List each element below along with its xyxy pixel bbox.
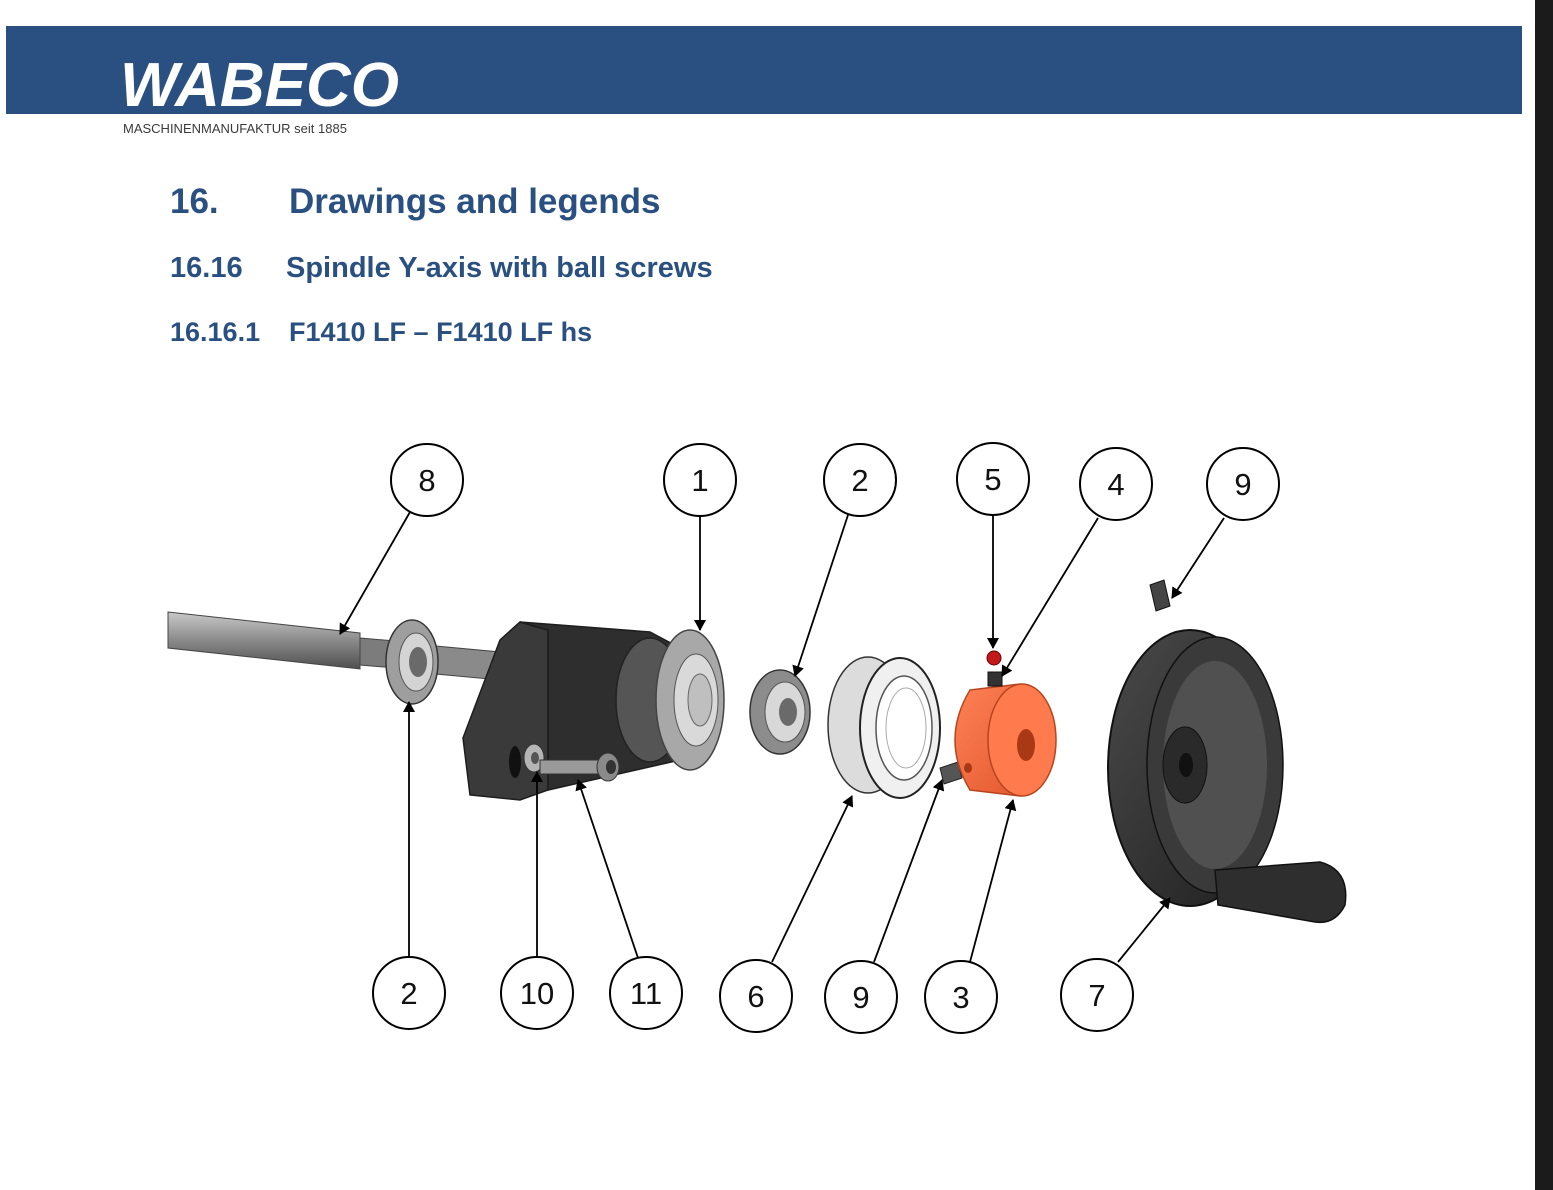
callout-3-bottom-label: 3 — [952, 980, 969, 1015]
part-bearing-bracket — [462, 621, 725, 801]
callout-7-bottom: 7 — [1060, 958, 1134, 1032]
logo-text: WABECO — [120, 52, 399, 114]
callout-10-bottom-label: 10 — [520, 976, 554, 1011]
logo-tagline: MASCHINENMANUFAKTUR seit 1885 — [123, 121, 347, 136]
callout-11-bottom-label: 11 — [630, 976, 662, 1011]
subsubsection-number: 16.16.1 — [170, 317, 261, 347]
callout-9-top-label: 9 — [1234, 467, 1251, 502]
callout-8-top-label: 8 — [418, 463, 435, 498]
part-bearing-right — [749, 669, 811, 755]
subsection-title: Spindle Y-axis with ball screws — [286, 252, 713, 284]
section-title: Drawings and legends — [289, 182, 661, 221]
part-scale-ring — [827, 656, 941, 799]
callout-6-bottom: 6 — [719, 959, 793, 1033]
subsubsection-title: F1410 LF – F1410 LF hs — [289, 317, 593, 347]
part-adjusting-nut — [954, 683, 1057, 797]
callout-8-top: 8 — [390, 443, 464, 517]
part-set-screw-top — [1149, 579, 1171, 612]
part-washer — [523, 743, 545, 773]
part-cap-screw — [539, 752, 620, 782]
callout-9-bottom-label: 9 — [852, 980, 869, 1015]
callout-9-top: 9 — [1206, 447, 1280, 521]
callout-5-top-label: 5 — [984, 462, 1001, 497]
part-spindle-shaft — [167, 611, 501, 681]
wabeco-logo: WABECO — [120, 52, 399, 114]
window-edge-scrollbar[interactable] — [1535, 0, 1553, 1190]
callout-4-top: 4 — [1079, 447, 1153, 521]
header-banner — [6, 26, 1522, 114]
callout-2-top: 2 — [823, 443, 897, 517]
part-set-screw-middle — [939, 761, 963, 785]
part-ball — [986, 650, 1002, 666]
callout-2-bottom-label: 2 — [400, 976, 417, 1011]
subsection-number: 16.16 — [170, 252, 243, 284]
callout-7-bottom-label: 7 — [1088, 978, 1105, 1013]
callout-10-bottom: 10 — [500, 956, 574, 1030]
callout-5-top: 5 — [956, 442, 1030, 516]
part-bearing-left — [385, 619, 439, 705]
callout-9-bottom: 9 — [824, 960, 898, 1034]
callout-2-bottom: 2 — [372, 956, 446, 1030]
callout-1-top-label: 1 — [691, 463, 708, 498]
callout-6-bottom-label: 6 — [747, 979, 764, 1014]
callout-2-top-label: 2 — [851, 463, 868, 498]
part-spring — [987, 671, 1003, 687]
callout-4-top-label: 4 — [1107, 467, 1124, 502]
section-number: 16. — [170, 182, 219, 221]
part-handwheel — [1107, 629, 1347, 924]
callout-3-bottom: 3 — [924, 960, 998, 1034]
callout-11-bottom: 11 — [609, 956, 683, 1030]
callout-1-top: 1 — [663, 443, 737, 517]
callout-leader-lines — [339, 511, 1225, 963]
